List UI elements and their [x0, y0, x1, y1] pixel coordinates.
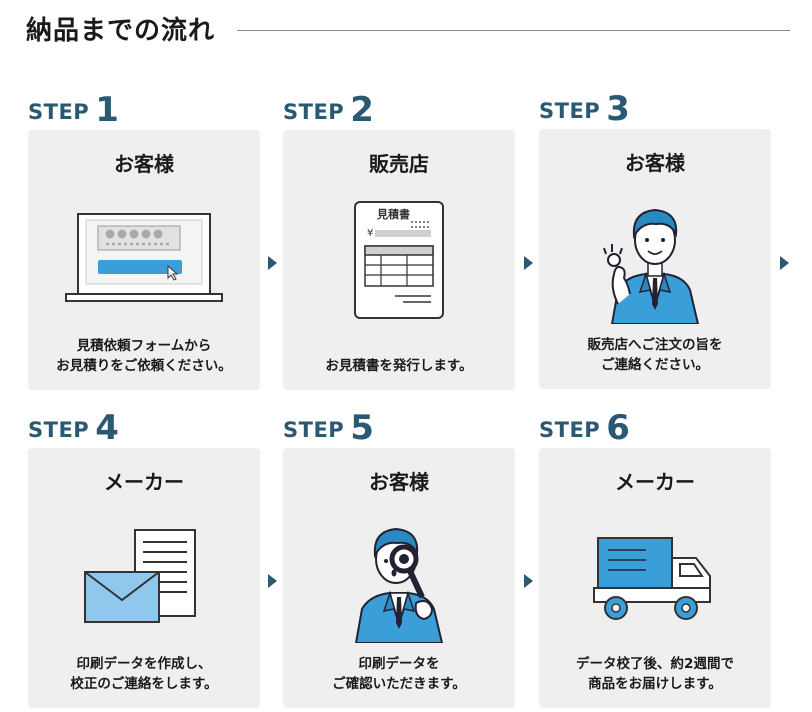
step-word: STEP [283, 418, 345, 442]
step-card: 販売店 見積書 ¥ お見積書を発行します。 [283, 130, 515, 390]
step-card: お客様 印刷データを ご確認いただきます。 [283, 448, 515, 708]
page-title: 納品までの流れ [26, 15, 216, 46]
step-number: 6 [606, 408, 630, 448]
step-1: STEP 1 お客様 見積依頼フォームから お見積りをご依頼ください。 [28, 87, 264, 390]
card-heading: メーカー [615, 470, 695, 494]
step-5: STEP 5 お客様 印刷データを ご確認いただきます。 [283, 405, 519, 708]
step-label: STEP 3 [539, 86, 775, 126]
step-label: STEP 2 [283, 87, 519, 127]
arrow-right-icon [780, 256, 789, 270]
step-label: STEP 6 [539, 405, 775, 445]
step-word: STEP [28, 418, 90, 442]
envelope-document-icon [28, 508, 260, 648]
arrow-right-icon [268, 574, 277, 588]
card-heading: お客様 [369, 470, 429, 494]
step-word: STEP [539, 418, 601, 442]
step-2: STEP 2 販売店 見積書 ¥ お見積書を発行します [283, 87, 519, 390]
businessman-ok-icon [539, 189, 771, 329]
card-description: 販売店へご注文の旨を ご連絡ください。 [587, 337, 723, 373]
step-card: お客様 販売店へご注文の旨を ご連絡ください。 [539, 129, 771, 389]
card-heading: お客様 [625, 151, 685, 175]
step-word: STEP [283, 100, 345, 124]
step-word: STEP [539, 99, 601, 123]
title-divider [237, 29, 790, 31]
laptop-form-icon [28, 190, 260, 330]
step-card: メーカー 印刷データを作成し、 校正のご連絡をします。 [28, 448, 260, 708]
step-number: 2 [350, 90, 374, 130]
document-title: 見積書 [376, 207, 410, 221]
card-description: 印刷データを ご確認いただきます。 [332, 656, 466, 692]
step-card: お客様 見積依頼フォームから お見積りをご依頼ください。 [28, 130, 260, 390]
card-description: データ校了後、約2週間で 商品をお届けします。 [576, 656, 734, 692]
step-number: 4 [95, 408, 119, 448]
step-4: STEP 4 メーカー 印刷データを作成し、 校正のご連絡をします。 [28, 405, 264, 708]
step-label: STEP 4 [28, 405, 264, 445]
step-number: 1 [95, 90, 119, 130]
step-label: STEP 5 [283, 405, 519, 445]
step-word: STEP [28, 100, 90, 124]
step-number: 3 [606, 89, 630, 129]
step-card: メーカー データ校了後、約2週間で 商品をお届けします。 [539, 448, 771, 708]
card-heading: お客様 [114, 152, 174, 176]
step-number: 5 [350, 408, 374, 448]
card-heading: 販売店 [369, 152, 429, 176]
card-description: 見積依頼フォームから お見積りをご依頼ください。 [56, 338, 232, 374]
step-6: STEP 6 メーカー データ校了後、約2週間で 商品をお届けします。 [539, 405, 775, 708]
arrow-right-icon [268, 256, 277, 270]
arrow-right-icon [524, 256, 533, 270]
businessman-magnifier-icon [283, 508, 515, 648]
card-description: お見積書を発行します。 [325, 358, 473, 374]
step-label: STEP 1 [28, 87, 264, 127]
arrow-right-icon [524, 574, 533, 588]
card-description: 印刷データを作成し、 校正のご連絡をします。 [70, 656, 218, 692]
quotation-document-icon: 見積書 ¥ [283, 190, 515, 330]
card-heading: メーカー [104, 470, 184, 494]
step-3: STEP 3 お客様 販売店へご [539, 86, 775, 389]
title-row: 納品までの流れ [26, 8, 790, 48]
delivery-truck-icon [539, 508, 771, 648]
yen-mark: ¥ [367, 228, 373, 239]
